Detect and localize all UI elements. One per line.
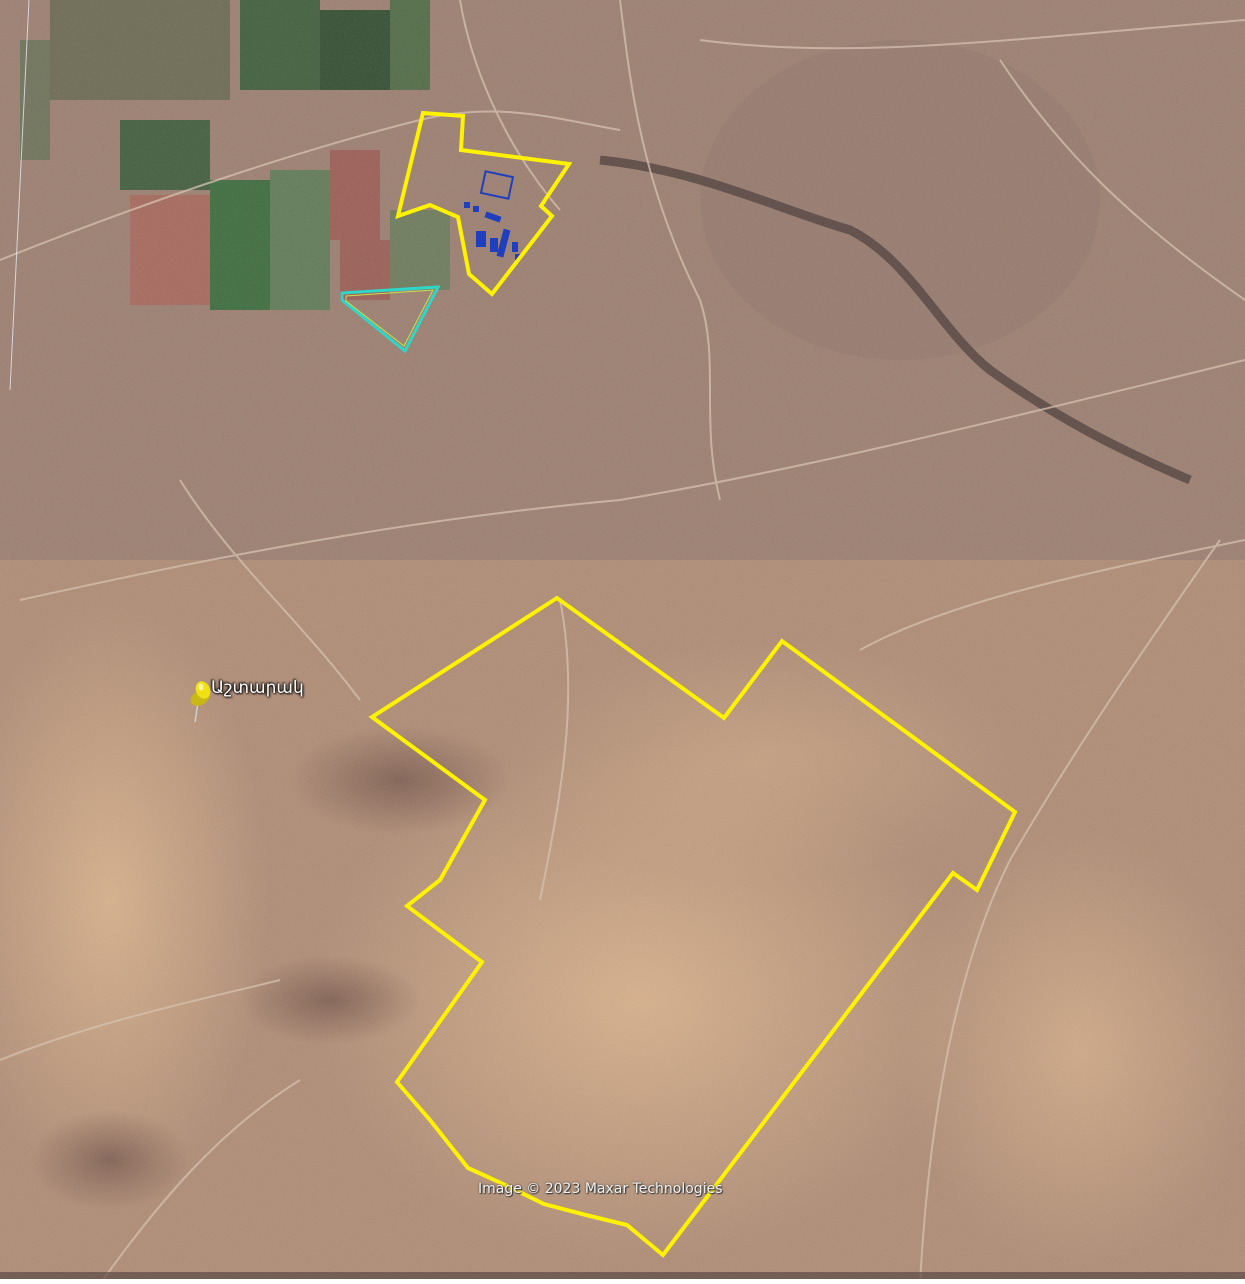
- edge-line: [9, 0, 30, 391]
- secondary-boundary-inner: [345, 289, 434, 347]
- pushpin-icon[interactable]: [188, 679, 213, 723]
- placemark-label[interactable]: Աշտարակ: [211, 678, 304, 698]
- primary-boundary-north[interactable]: [395, 110, 573, 297]
- imagery-bottom-edge: [0, 1272, 1245, 1279]
- primary-boundary-south[interactable]: [368, 595, 1018, 1258]
- blue-structures[interactable]: [464, 170, 521, 260]
- imagery-attribution: Image © 2023 Maxar Technologies: [478, 1181, 723, 1197]
- bottom-strip: [0, 1279, 1245, 1284]
- secondary-boundary[interactable]: [340, 285, 441, 354]
